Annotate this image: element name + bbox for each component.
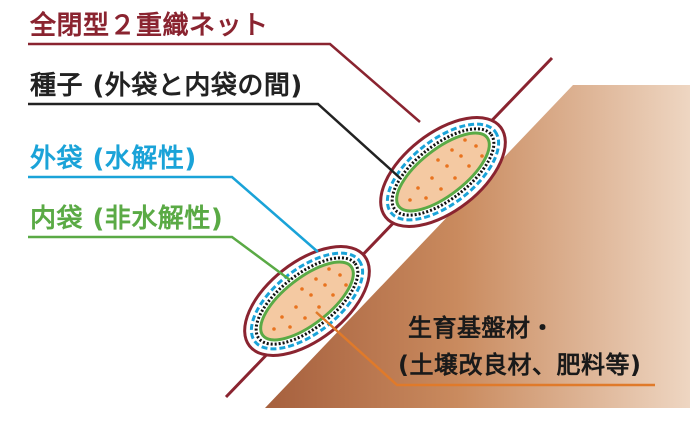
seed-leader-line <box>28 102 401 179</box>
outer-bag-dashed <box>385 122 501 222</box>
seed-label: 種子 (外袋と内袋の間) <box>30 71 303 101</box>
outer-bag-dashed <box>249 251 365 351</box>
inner-bag <box>259 260 355 342</box>
slope-ground <box>265 85 690 408</box>
substrate-leader-line <box>315 311 655 387</box>
seed-dots-ring <box>390 127 496 217</box>
substrate-label-line1: 生育基盤材・ <box>408 314 555 342</box>
seed-bag-upper <box>379 116 507 228</box>
net-leader-line <box>28 42 421 123</box>
seed-bag-lower <box>243 245 371 357</box>
substrate-dots <box>272 267 348 331</box>
inner-bag <box>395 131 491 213</box>
inner-bag-leader-line <box>28 235 291 282</box>
substrate-dots <box>408 138 484 202</box>
net-label: 全閉型２重織ネット <box>29 10 269 41</box>
inner-bag-label: 内袋 (非水解性) <box>30 204 223 234</box>
outer-bag-leader-line <box>28 175 319 253</box>
outer-bag-label: 外袋 (水解性) <box>30 144 197 174</box>
seed-dots-ring <box>254 256 360 346</box>
substrate-label-line2: (土壌改良材、肥料等) <box>398 351 641 379</box>
